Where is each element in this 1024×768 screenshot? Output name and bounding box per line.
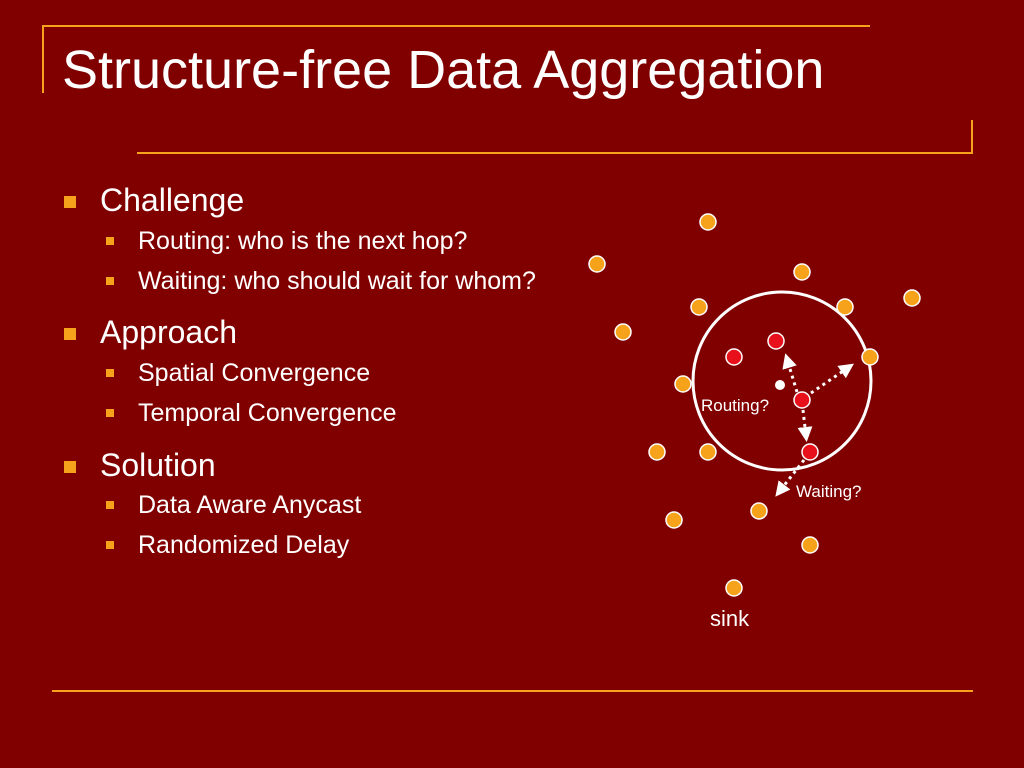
frame-left-tick [42, 25, 44, 93]
active-node [801, 443, 819, 461]
sensor-node [836, 298, 854, 316]
frame-mid-line [137, 152, 973, 154]
outline-subitem-text: Data Aware Anycast [138, 491, 362, 520]
square-bullet-icon [64, 196, 76, 208]
route-arrows [775, 353, 854, 497]
square-bullet-icon [64, 328, 76, 341]
sensor-node [793, 263, 811, 281]
hollow-square-bullet-icon [106, 408, 114, 417]
outline-subitem-text: Temporal Convergence [138, 398, 397, 427]
aggregation-range-circle [691, 290, 873, 472]
sensor-node [665, 511, 683, 529]
routing-arrow [782, 353, 799, 393]
outline-heading: Challenge [100, 182, 245, 218]
sensor-node [614, 323, 632, 341]
hollow-square-bullet-icon [106, 236, 114, 245]
outline-item-challenge: Challenge Routing: who is the next hop? … [60, 182, 580, 298]
routing-label: Routing? [701, 396, 769, 415]
sensor-node [690, 298, 708, 316]
routing-arrow [797, 409, 813, 442]
sensor-node [750, 502, 768, 520]
frame-bottom-line [52, 690, 973, 692]
active-nodes [725, 332, 819, 461]
sensor-node [903, 289, 921, 307]
outline-subitem: Data Aware Anycast [100, 489, 580, 523]
sensor-node [588, 255, 606, 273]
outline-item-solution: Solution Data Aware Anycast Randomized D… [60, 447, 580, 563]
sensor-node [801, 536, 819, 554]
sensor-node [674, 375, 692, 393]
hollow-square-bullet-icon [106, 501, 114, 510]
sensor-node [699, 213, 717, 231]
sink-label: sink [710, 606, 750, 631]
sensor-nodes [588, 213, 921, 597]
hollow-square-bullet-icon [106, 276, 114, 285]
bullet-outline: Challenge Routing: who is the next hop? … [60, 182, 580, 563]
sensor-node [861, 348, 879, 366]
outline-subitem-text: Waiting: who should wait for whom? [138, 266, 536, 295]
outline-heading: Solution [100, 446, 216, 483]
sensor-node [699, 443, 717, 461]
outline-subitem: Randomized Delay [100, 529, 580, 563]
square-bullet-icon [64, 460, 76, 473]
sink-node [725, 579, 743, 597]
outline-item-approach: Approach Spatial Convergence Temporal Co… [60, 314, 580, 430]
routing-arrow [810, 363, 854, 395]
outline-subitem: Routing: who is the next hop? [100, 225, 580, 259]
active-node [793, 391, 811, 409]
outline-subitem: Waiting: who should wait for whom? [100, 265, 538, 299]
outline-heading: Approach [100, 314, 237, 351]
outline-subitem: Spatial Convergence [100, 357, 580, 391]
active-node [725, 348, 743, 366]
sensor-node [648, 443, 666, 461]
outline-subitem-text: Randomized Delay [138, 531, 350, 560]
outline-subitem-text: Spatial Convergence [138, 359, 371, 388]
frame-top-line [42, 25, 870, 27]
outline-subitem: Temporal Convergence [100, 397, 580, 431]
slide-title: Structure-free Data Aggregation [62, 40, 825, 100]
source-point [775, 380, 785, 390]
hollow-square-bullet-icon [106, 369, 114, 378]
outline-subitem-text: Routing: who is the next hop? [138, 226, 468, 255]
active-node [767, 332, 785, 350]
hollow-square-bullet-icon [106, 541, 114, 550]
frame-right-tick [971, 120, 973, 154]
waiting-label: Waiting? [796, 482, 862, 501]
